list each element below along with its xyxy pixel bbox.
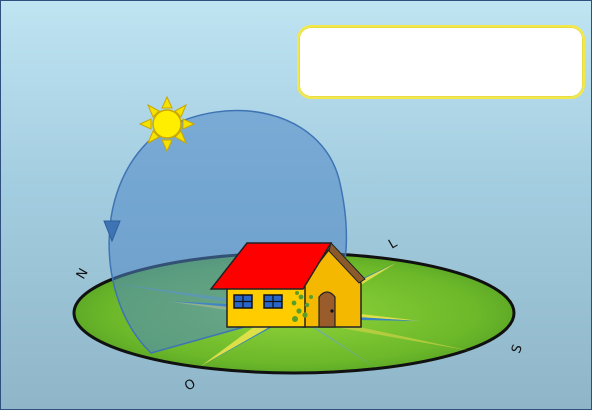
house-door (319, 292, 335, 327)
compass-label-south: S (509, 343, 526, 356)
house-window (234, 295, 252, 308)
house-window (264, 295, 282, 308)
sun-icon (140, 97, 194, 151)
compass-label-north: N (74, 266, 92, 282)
compass-label-west: O (182, 376, 198, 394)
compass-label-east: L (386, 235, 400, 252)
text-callout-box (297, 25, 585, 99)
